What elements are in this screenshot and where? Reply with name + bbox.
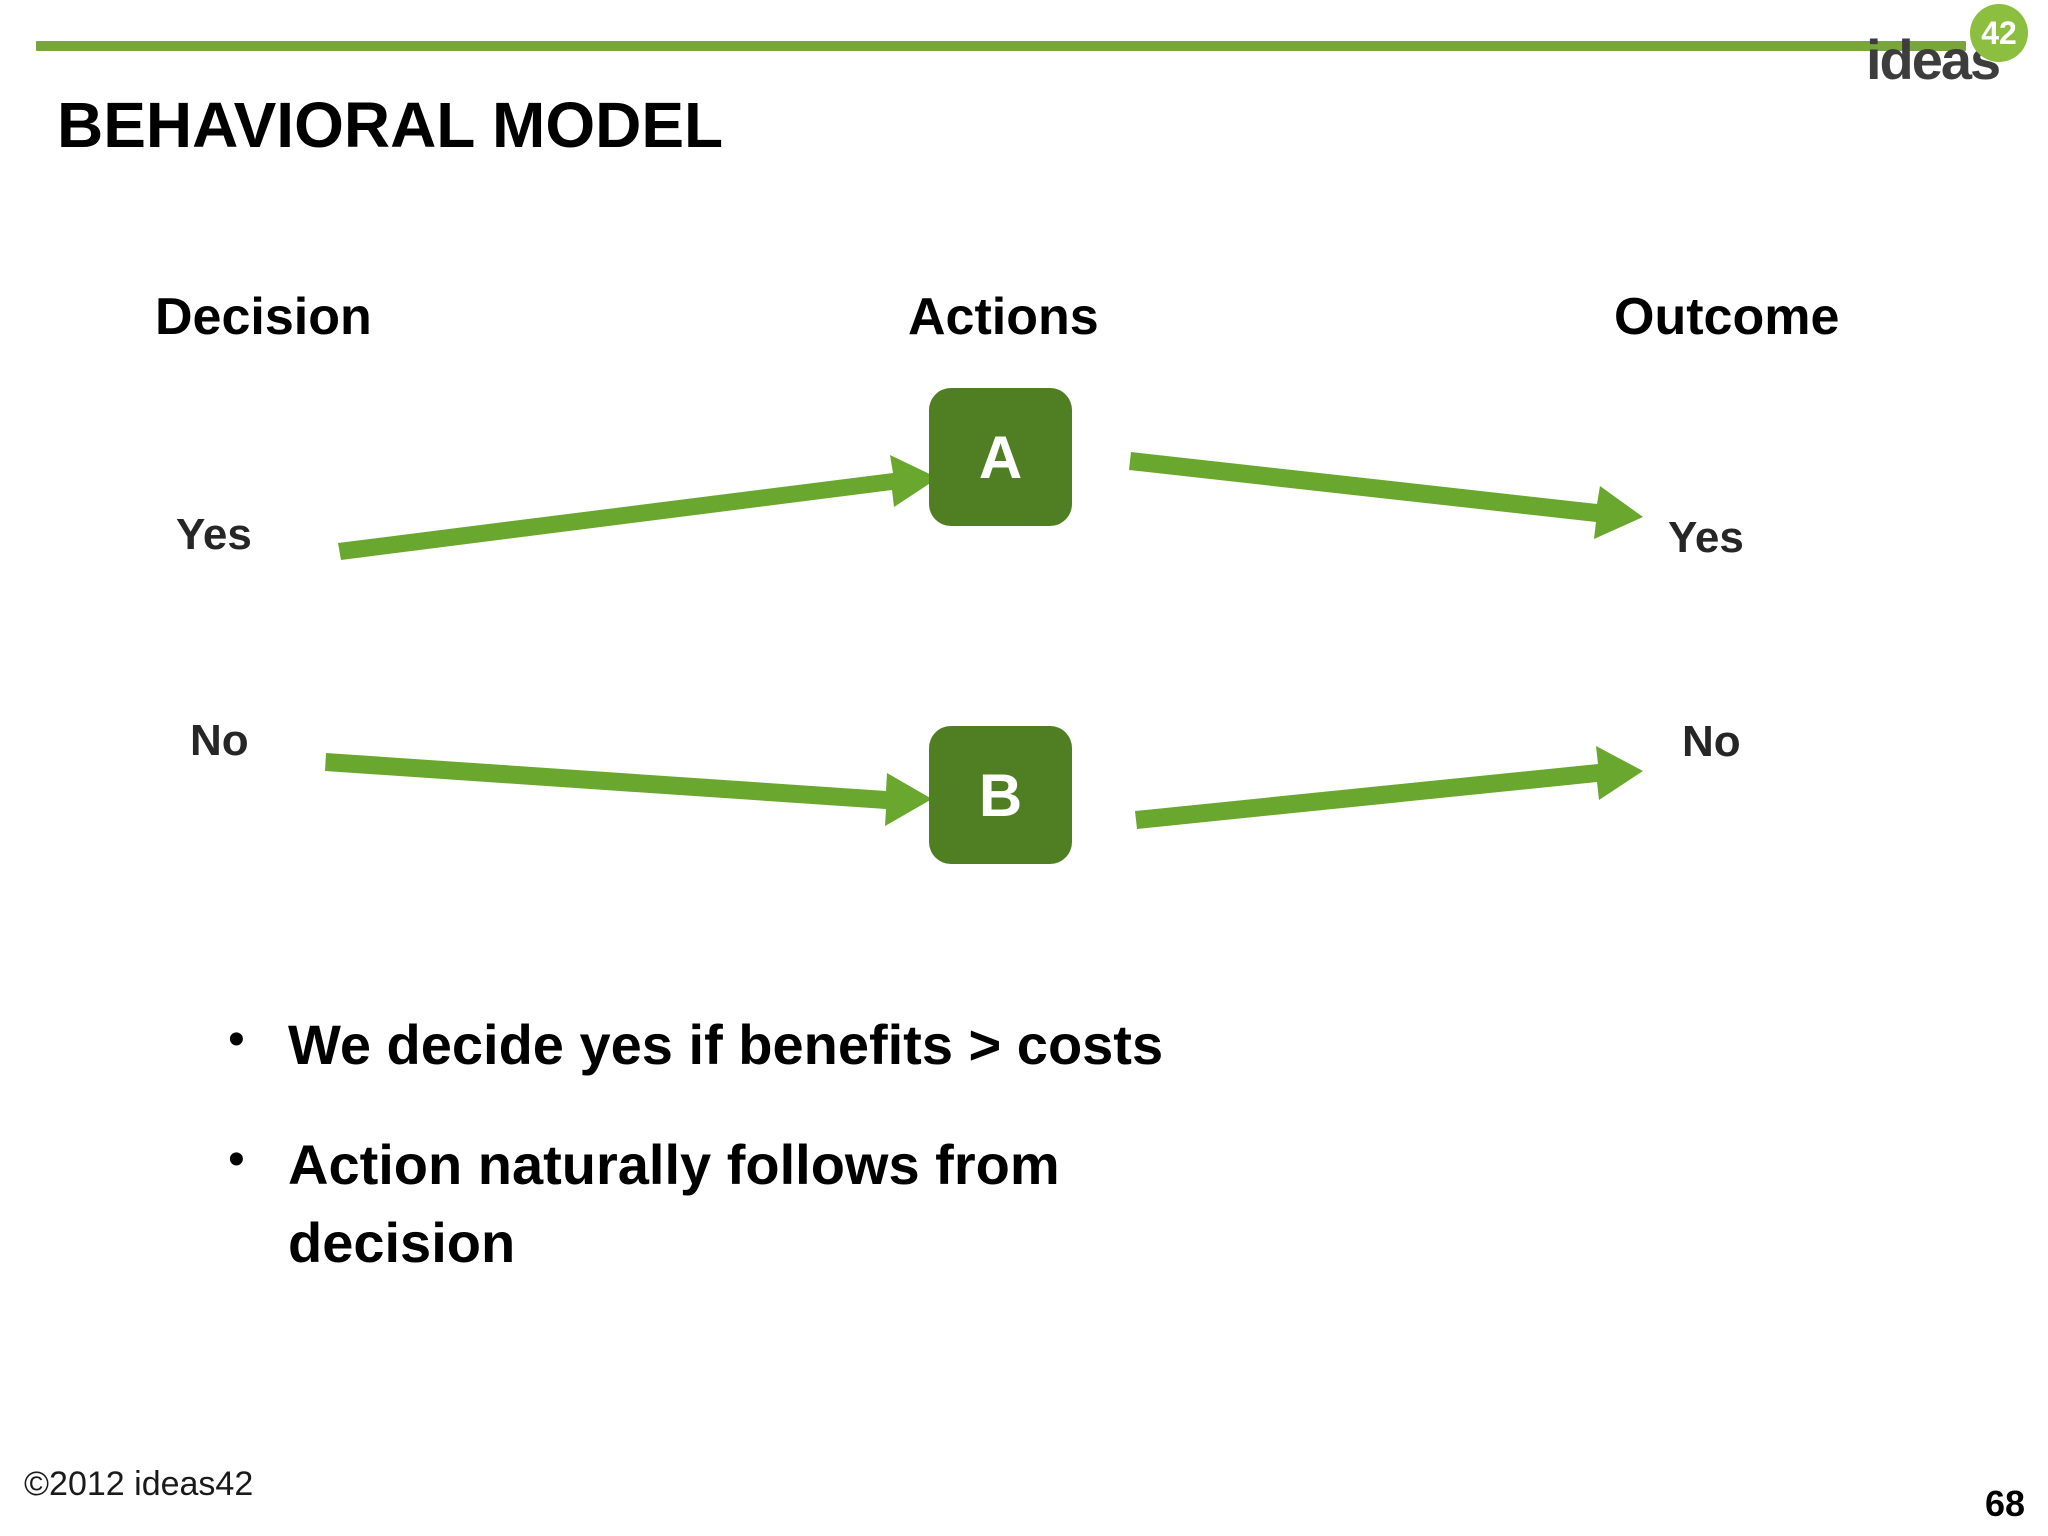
column-header-decision: Decision bbox=[155, 288, 372, 346]
bullet-dot-icon: • bbox=[228, 1133, 245, 1186]
action-node-a: A bbox=[929, 388, 1072, 526]
logo-badge-label: 42 bbox=[1981, 15, 2017, 51]
footer-page-number: 68 bbox=[1985, 1483, 2026, 1524]
column-header-actions: Actions bbox=[908, 288, 1099, 346]
page-title: BEHAVIORAL MODEL bbox=[57, 89, 724, 161]
arrow-decision-no-to-action-b bbox=[325, 753, 932, 826]
node-label-outcome-yes: Yes bbox=[1668, 513, 1744, 562]
bullet-text: We decide yes if benefits > costs bbox=[288, 1013, 1164, 1076]
action-node-b: B bbox=[929, 726, 1072, 864]
bullet-dot-icon: • bbox=[228, 1013, 245, 1066]
arrow-action-a-to-outcome-yes bbox=[1129, 452, 1643, 539]
arrow-decision-yes-to-action-a bbox=[338, 455, 938, 560]
bullet-text: Action naturally follows from decision bbox=[288, 1133, 1060, 1274]
node-label-decision-no: No bbox=[190, 716, 249, 765]
bullet-list: • We decide yes if benefits > costs • Ac… bbox=[228, 1006, 1628, 1324]
logo-badge-circle-icon: 42 bbox=[1970, 4, 2028, 62]
list-item: • Action naturally follows from decision bbox=[228, 1126, 1628, 1282]
arrow-action-b-to-outcome-no bbox=[1135, 746, 1643, 829]
node-label-decision-yes: Yes bbox=[176, 510, 252, 559]
footer-copyright: ©2012 ideas42 bbox=[24, 1465, 254, 1503]
list-item: • We decide yes if benefits > costs bbox=[228, 1006, 1628, 1084]
column-header-outcome: Outcome bbox=[1614, 288, 1840, 346]
node-label-outcome-no: No bbox=[1682, 717, 1741, 766]
ideas42-logo: ideas 42 bbox=[1860, 2, 2030, 94]
header-accent-rule bbox=[36, 41, 1966, 51]
